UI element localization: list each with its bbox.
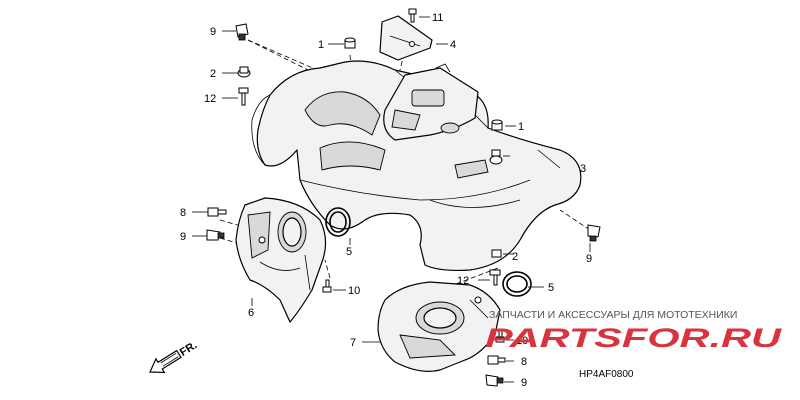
callout-3: 3	[580, 163, 586, 175]
left-inner-fender	[235, 197, 327, 323]
hardware	[206, 8, 601, 387]
callout-9-left: 9	[180, 231, 186, 243]
direction-label: FR.	[178, 339, 199, 359]
callout-5-right: 5	[548, 282, 554, 294]
callout-8-bottom: 8	[521, 356, 527, 368]
callout-10-left: 10	[348, 285, 360, 297]
callout-numbers: 9 2 12 1 11 4 1 3 2 9 12 5 5 8 9 10 6 7 …	[180, 12, 592, 389]
callout-12-top-left: 12	[204, 93, 216, 105]
watermark: ЗАПЧАСТИ И АКСЕССУАРЫ ДЛЯ МОТОТЕХНИКИ PA…	[485, 309, 783, 353]
callout-8-left: 8	[180, 207, 186, 219]
small-cover	[379, 15, 433, 61]
callout-5-left: 5	[346, 246, 352, 258]
callout-4: 4	[450, 39, 456, 51]
callout-1-top: 1	[318, 39, 324, 51]
callout-6: 6	[248, 307, 254, 319]
callout-2-right: 2	[512, 251, 518, 263]
watermark-brand: PARTSFOR.RU	[485, 323, 783, 353]
callout-2-top-left: 2	[210, 68, 216, 80]
grommet-rings	[325, 207, 532, 297]
front-fender	[251, 60, 582, 272]
leader-lines	[192, 16, 591, 383]
callout-11: 11	[432, 12, 443, 24]
watermark-tagline: ЗАПЧАСТИ И АКСЕССУАРЫ ДЛЯ МОТОТЕХНИКИ	[489, 309, 737, 321]
callout-7: 7	[350, 337, 356, 349]
front-direction-arrow: FR.	[149, 339, 199, 374]
callout-9-right: 9	[586, 253, 592, 265]
callout-9-bottom: 9	[521, 377, 527, 389]
diagram-code: HP4AF0800	[579, 369, 634, 380]
callout-9-top-left: 9	[210, 26, 216, 38]
callout-12-mid: 12	[457, 275, 469, 287]
right-inner-fender	[377, 281, 501, 372]
callout-1-right: 1	[518, 121, 524, 133]
center-panel	[383, 63, 479, 141]
callout-10-bottom: 10	[516, 335, 528, 347]
